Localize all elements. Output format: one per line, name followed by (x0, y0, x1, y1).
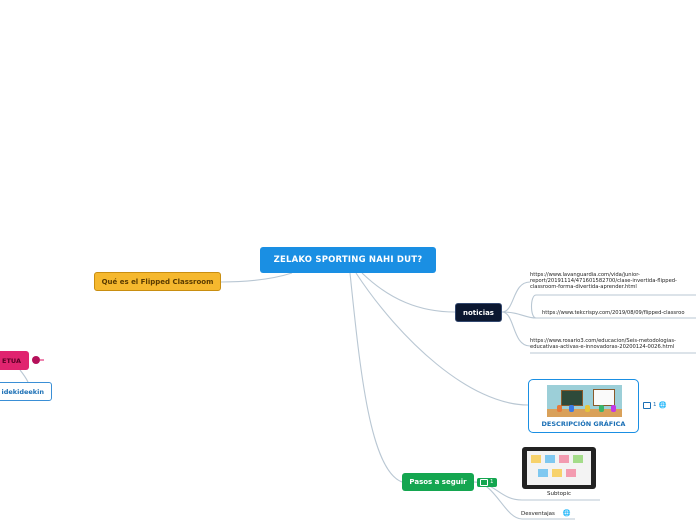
globe-icon: 🌐 (563, 510, 571, 517)
classroom-illustration-image (547, 385, 622, 417)
link-lavanguardia[interactable]: https://www.lavanguardia.com/vida/junior… (530, 272, 677, 291)
subtopic-image[interactable] (522, 447, 596, 489)
topic-desventajas[interactable]: Desventajas 🌐 (521, 510, 571, 517)
descripcion-label: DESCRIPCIÓN GRÁFICA (529, 420, 638, 428)
topic-etua-partial[interactable]: ETUA (0, 351, 29, 370)
topic-pasos-a-seguir[interactable]: Pasos a seguir (402, 473, 474, 491)
topic-idekideekin-partial[interactable]: idekideekin (0, 382, 52, 401)
comment-icon (480, 479, 488, 486)
collapse-dot-icon[interactable] (32, 356, 40, 364)
link-tekcrispy[interactable]: https://www.tekcrispy.com/2019/08/09/fli… (542, 310, 685, 316)
topic-descripcion-grafica[interactable]: DESCRIPCIÓN GRÁFICA (528, 379, 639, 433)
topic-flipped-classroom[interactable]: Qué es el Flipped Classroom (94, 272, 221, 291)
topic-noticias[interactable]: noticias (455, 303, 502, 322)
pasos-comment-badge[interactable]: 1 (477, 478, 497, 487)
comment-icon (643, 402, 651, 409)
subtopic-label[interactable]: Subtopic (522, 491, 596, 497)
link-rosario3[interactable]: https://www.rosario3.com/educacion/Seis-… (530, 338, 676, 350)
descripcion-attachments[interactable]: 1 🌐 (643, 402, 667, 409)
globe-icon: 🌐 (659, 402, 667, 409)
central-topic[interactable]: ZELAKO SPORTING NAHI DUT? (260, 247, 436, 273)
